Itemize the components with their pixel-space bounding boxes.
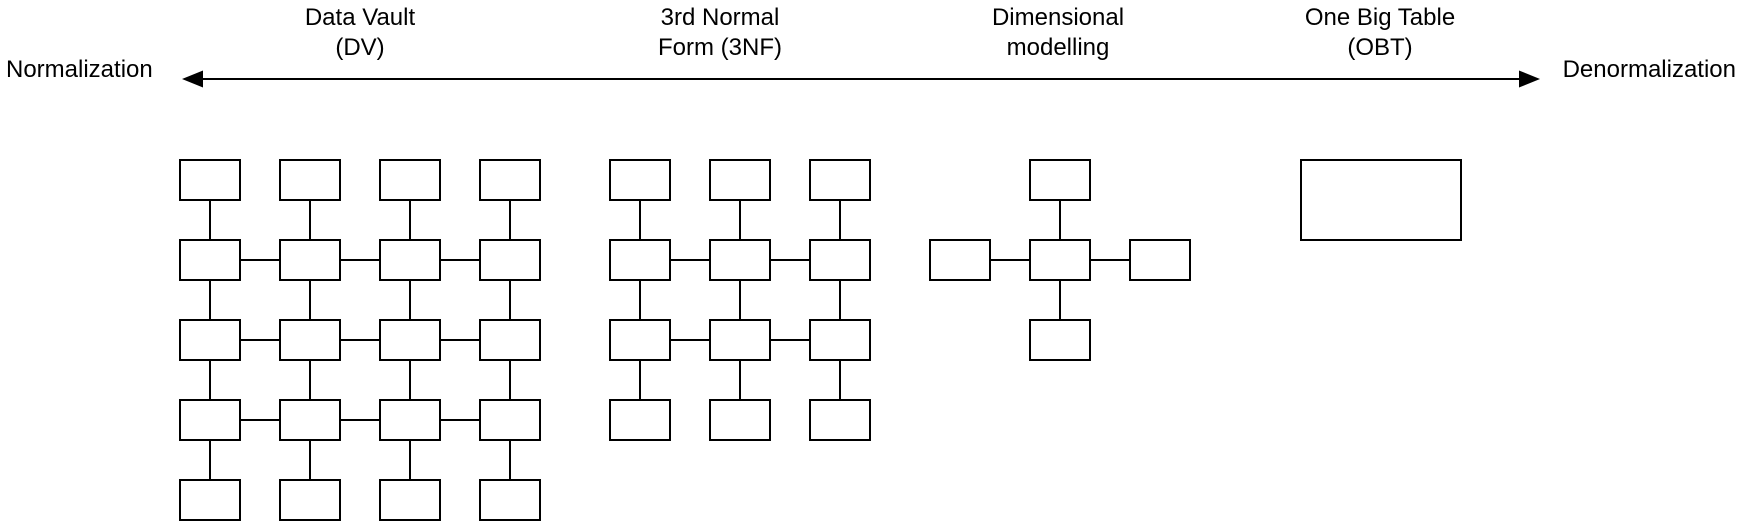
approach-label-one-big-table: One Big Table (OBT) [1305,3,1455,63]
data-vault-schema-table-box [179,159,241,201]
denormalization-label: Denormalization [1562,56,1736,83]
spectrum-arrowhead-left-icon [182,70,203,88]
third-normal-form-schema-table-box [809,399,871,441]
data-vault-schema-table-box [179,239,241,281]
approach-label-line1: Dimensional [991,4,1125,31]
one-big-table-schema-table-box [1300,159,1462,241]
third-normal-form-schema-table-box [609,239,671,281]
approach-label-line2: (OBT) [1347,34,1413,61]
third-normal-form-schema-table-box [609,159,671,201]
approach-label-data-vault: Data Vault (DV) [305,3,415,63]
data-vault-schema-table-box [479,159,541,201]
spectrum-arrowhead-right-icon [1519,70,1540,88]
approach-label-line1: 3rd Normal [660,4,780,31]
approach-label-line2: Form (3NF) [658,34,782,61]
data-vault-schema-table-box [379,319,441,361]
data-vault-schema-table-box [279,399,341,441]
dimensional-modelling-schema-table-box [1029,319,1091,361]
third-normal-form-schema-table-box [709,399,771,441]
data-vault-schema-table-box [479,239,541,281]
third-normal-form-schema-table-box [809,239,871,281]
third-normal-form-schema-table-box [609,319,671,361]
dimensional-modelling-schema-table-box [1029,159,1091,201]
dimensional-modelling-schema-table-box [929,239,991,281]
approach-label-line2: modelling [1006,34,1110,61]
dimensional-modelling-schema-table-box [1129,239,1191,281]
approach-label-dimensional-modelling: Dimensional modelling [992,3,1124,63]
approach-label-line1: One Big Table [1304,4,1456,31]
data-vault-schema-table-box [379,399,441,441]
data-vault-schema-table-box [279,159,341,201]
data-vault-schema-table-box [379,239,441,281]
data-vault-schema-table-box [479,479,541,521]
data-vault-schema-table-box [179,399,241,441]
third-normal-form-schema-table-box [809,319,871,361]
normalization-label: Normalization [6,56,153,83]
approach-label-third-normal-form: 3rd Normal Form (3NF) [658,3,782,63]
data-vault-schema-table-box [279,479,341,521]
data-vault-schema-table-box [479,319,541,361]
dimensional-modelling-schema-table-box [1029,239,1091,281]
data-vault-schema-table-box [279,319,341,361]
third-normal-form-schema-table-box [609,399,671,441]
approach-label-line2: (DV) [335,34,385,61]
data-vault-schema-table-box [179,319,241,361]
third-normal-form-schema-table-box [809,159,871,201]
third-normal-form-schema-table-box [709,239,771,281]
data-vault-schema-table-box [279,239,341,281]
data-vault-schema-table-box [479,399,541,441]
data-vault-schema-table-box [179,479,241,521]
data-vault-schema-table-box [379,159,441,201]
third-normal-form-schema-table-box [709,159,771,201]
third-normal-form-schema-table-box [709,319,771,361]
data-vault-schema-table-box [379,479,441,521]
approach-label-line1: Data Vault [304,4,416,31]
